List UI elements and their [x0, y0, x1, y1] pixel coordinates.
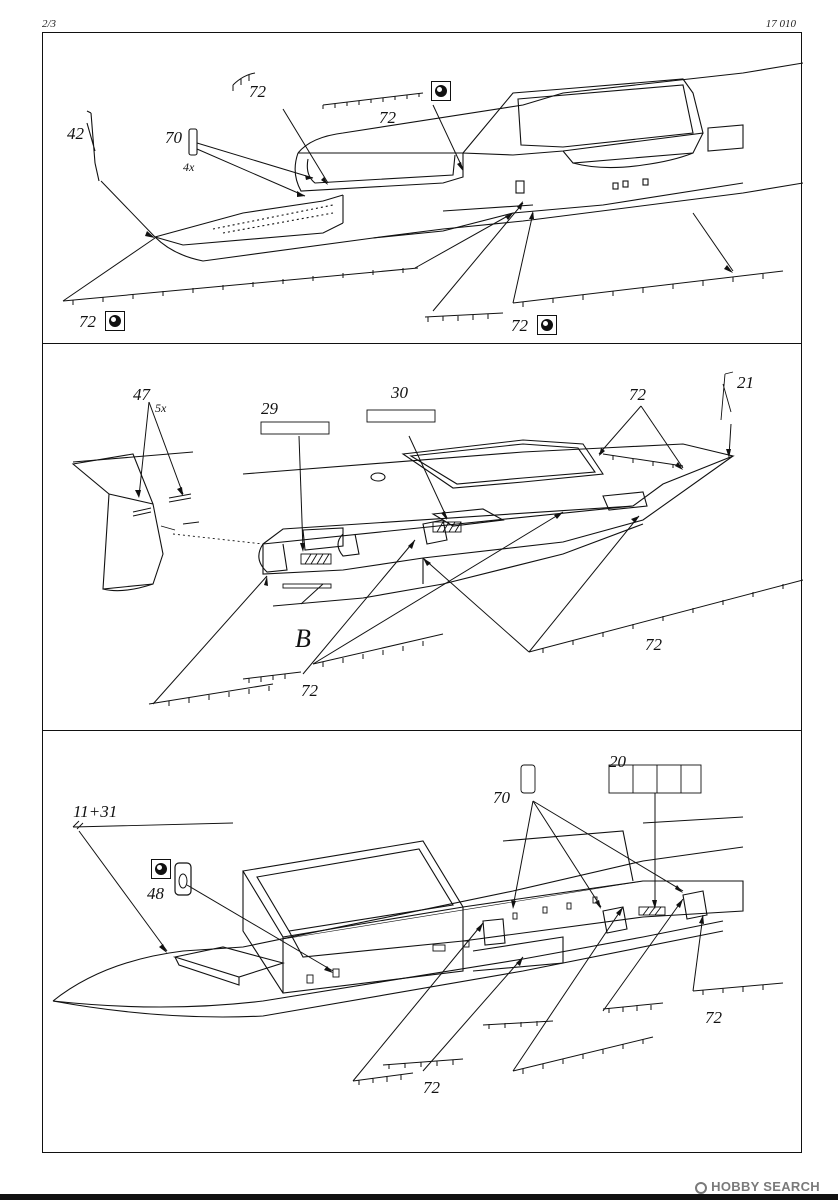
part-label-70: 70	[493, 788, 510, 807]
part-label-21: 21	[737, 373, 754, 392]
part-label-72: 72	[249, 82, 266, 101]
instruction-step-1: 42 70 4x 72 72 72 72	[42, 32, 803, 344]
photo-etch-symbol-icon	[105, 311, 125, 331]
part-label-72: 72	[301, 681, 318, 700]
part-label-72: 72	[705, 1008, 722, 1027]
detail-label-b: B	[295, 624, 311, 653]
part-label-72: 72	[511, 316, 528, 335]
part-label-30: 30	[391, 383, 408, 402]
part-label-20: 20	[609, 752, 626, 771]
part-label-72: 72	[629, 385, 646, 404]
part-label-48: 48	[147, 884, 164, 903]
part-label-11-31: 11+31	[73, 802, 118, 821]
photo-etch-symbol-icon	[537, 315, 557, 335]
part-label-72: 72	[423, 1078, 440, 1097]
quantity-label-4x: 4x	[183, 160, 195, 174]
quantity-label-5x: 5x	[155, 401, 167, 415]
hull-drawing-step-2	[71, 371, 803, 706]
part-48-shape	[174, 862, 192, 896]
part-label-72: 72	[645, 635, 662, 654]
part-label-72: 72	[379, 108, 396, 127]
hull-drawing-step-3	[52, 764, 784, 1085]
watermark-text: HOBBY SEARCH	[711, 1179, 820, 1194]
part-label-72: 72	[79, 312, 96, 331]
page-number: 2/3	[42, 18, 57, 30]
watermark: HOBBY SEARCH	[695, 1179, 820, 1194]
hull-drawing-step-1	[62, 62, 803, 322]
footer-rule	[0, 1194, 838, 1200]
part-label-70: 70	[165, 128, 182, 147]
watermark-logo-icon	[695, 1182, 708, 1194]
instruction-step-3: 11+31 48 70 20 72 72	[42, 731, 802, 1153]
photo-etch-symbol-icon	[431, 81, 451, 101]
part-label-29: 29	[261, 399, 278, 418]
part-label-42: 42	[67, 124, 84, 143]
instruction-step-2: 47 5x 29 30 72 21 B 72 72	[42, 344, 803, 731]
photo-etch-symbol-icon	[151, 859, 171, 879]
part-label-47: 47	[133, 385, 150, 404]
document-code: 17 010	[765, 18, 796, 30]
